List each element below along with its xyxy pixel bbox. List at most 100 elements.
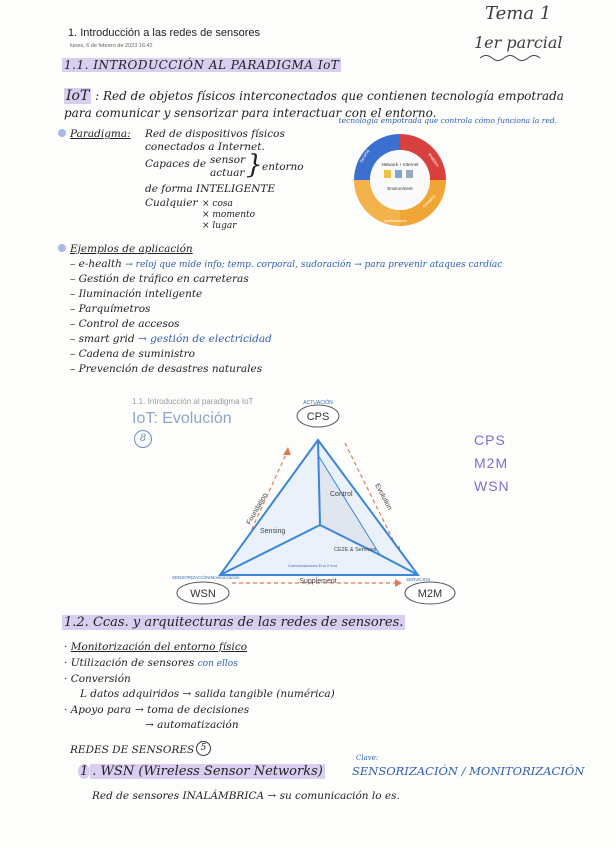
sensor-word: sensor	[210, 154, 246, 166]
forma-inteligente: de forma INTELIGENTE	[145, 183, 276, 195]
node-m2m: M2M	[418, 588, 442, 600]
ejemplo-item-4: – Control de accesos	[70, 318, 180, 330]
node-cps: CPS	[307, 411, 330, 423]
side-note-m2m: M2M	[474, 455, 509, 471]
redes-count-circle: 5	[196, 741, 211, 756]
apoyo-detail-2: → automatización	[145, 719, 239, 731]
server-icon	[406, 170, 413, 178]
iot-term: IoT	[64, 88, 92, 104]
section-1-2-title-text: 1.2. Ccas. y arquitecturas de las redes …	[62, 615, 406, 630]
ejemplo-item-5: – smart grid → gestión de electricidad	[70, 333, 272, 345]
bulb-icon	[384, 170, 391, 178]
iot-note: tecnología empotrada que controla cómo f…	[338, 116, 557, 125]
ejemplo-item-2: – Iluminación inteligente	[70, 288, 203, 300]
clave-value: SENSORIZACIÓN / MONITORIZACIÓN	[352, 764, 585, 778]
capaces-label: Capaces de	[145, 158, 207, 170]
ejemplo-text: Prevención de desastres naturales	[78, 363, 263, 375]
iot-ring-diagram: Network + Internet Environment Sensing A…	[354, 134, 446, 226]
paradigma-line-2: conectados a Internet.	[145, 141, 265, 153]
caracteristica-text: Monitorización del entorno físico	[70, 641, 248, 653]
ring-center-bottom: Environment	[387, 186, 413, 191]
label-sensing: Sensing	[260, 528, 285, 535]
ejemplo-text: e-health	[78, 258, 122, 270]
paradigma-label: Paradigma:	[58, 128, 131, 140]
ejemplo-item-7: – Prevención de desastres naturales	[70, 363, 263, 375]
wsn-title-text: . WSN (Wireless Sensor Networks)	[90, 764, 325, 779]
caracteristica-2: · Conversión	[64, 673, 131, 685]
ejemplo-text: Cadena de suministro	[78, 348, 195, 360]
iot-definition-line-1: IoT : Red de objetos físicos interconect…	[64, 88, 564, 104]
caracteristica-text: Utilización de sensores	[70, 657, 195, 669]
brace-icon: }	[246, 150, 263, 180]
wsn-definition: Red de sensores INALÁMBRICA → su comunic…	[92, 790, 400, 802]
ejemplo-text: Gestión de tráfico en carreteras	[78, 273, 249, 285]
wsn-number: 1	[78, 764, 91, 779]
document-title: 1. Introducción a las redes de sensores	[68, 27, 261, 39]
section-1-1-title-text: 1.1. INTRODUCCIÓN AL PARADIGMA IoT	[62, 58, 342, 72]
ejemplo-text: Parquímetros	[78, 303, 151, 315]
tema-label: Tema 1	[485, 3, 552, 24]
cualquier-cosa: × cosa	[202, 199, 233, 209]
iot-definition-line-2: para comunicar y sensorizar para interac…	[64, 106, 437, 120]
paradigma-line-1: Red de dispositivos físicos	[145, 128, 285, 140]
node-wsn: WSN	[190, 588, 216, 600]
ejemplo-text: smart grid	[78, 333, 135, 345]
iot-evolution-diagram: ACTUACIÓN CPS SENSORIZACIÓN/Monitorizaci…	[172, 399, 456, 605]
ring-segment-sensing	[354, 134, 400, 180]
label-servicios: SERVICIOS	[406, 577, 430, 582]
ejemplo-item-1: – Gestión de tráfico en carreteras	[70, 273, 249, 285]
bullet-icon	[58, 244, 66, 252]
cualquier-lugar: × lugar	[202, 221, 237, 231]
label-actuacion: ACTUACIÓN	[303, 399, 333, 406]
label-supplement: Supplement	[299, 578, 336, 585]
caracteristica-3: · Apoyo para	[64, 704, 132, 716]
section-1-1-title: 1.1. INTRODUCCIÓN AL PARADIGMA IoT	[62, 58, 342, 72]
label-comunicaciones: Comunicaciones End 2 end	[288, 563, 337, 568]
ring-segment-analytics	[400, 134, 446, 180]
side-note-cps: CPS	[474, 432, 506, 448]
ejemplos-label: Ejemplos de aplicación	[58, 243, 193, 255]
cualquier-momento: × momento	[202, 210, 256, 220]
device-icon	[395, 170, 402, 178]
sensores-note: con ellos	[197, 659, 238, 669]
slide-number-circle: 8	[134, 430, 152, 448]
ring-center-top: Network + Internet	[382, 162, 420, 167]
conversion-detail: L datos adquiridos → salida tangible (nu…	[80, 688, 335, 700]
caracteristica-1: · Utilización de sensores con ellos	[64, 657, 238, 669]
bullet-icon	[58, 129, 66, 137]
redes-title: REDES DE SENSORES	[70, 744, 195, 756]
ring-segment-aplicaciones	[354, 180, 400, 226]
document-date: lunes, 6 de febrero de 2023 16:42	[70, 43, 153, 49]
parcial-underline	[479, 55, 541, 61]
iot-definition-text: : Red de objetos físicos interconectados…	[95, 89, 564, 103]
apoyo-detail-1: → toma de decisiones	[135, 704, 250, 716]
label-control: Control	[330, 491, 353, 498]
clave-label: Clave:	[356, 754, 379, 762]
caracteristica-text: Apoyo para	[70, 704, 132, 716]
ejemplo-item-0: – e-health → reloj que mide info; temp. …	[70, 258, 503, 270]
side-note-wsn: WSN	[474, 478, 510, 494]
caracteristica-0: · Monitorización del entorno físico	[64, 641, 248, 653]
slide-subtitle: 1.1. Introducción al paradigma IoT	[132, 397, 254, 406]
ejemplos-label-text: Ejemplos de aplicación	[70, 243, 193, 255]
ejemplo-text: Iluminación inteligente	[78, 288, 203, 300]
section-1-2-title: 1.2. Ccas. y arquitecturas de las redes …	[62, 615, 406, 630]
ring-label-sensing: Sensing	[359, 148, 371, 163]
label-ce2e: CE2E & Services	[334, 547, 376, 553]
ejemplo-text: Control de accesos	[78, 318, 180, 330]
actuar-word: actuar	[210, 167, 245, 179]
parcial-label: 1er parcial	[474, 33, 563, 52]
ejemplo-item-3: – Parquímetros	[70, 303, 151, 315]
ejemplo-note: → reloj que mide info; temp. corporal, s…	[125, 260, 503, 270]
wsn-heading: 1. WSN (Wireless Sensor Networks)	[78, 764, 325, 779]
label-sensorizacion: SENSORIZACIÓN/Monitorización	[172, 574, 240, 580]
slide-title: IoT: Evolución	[132, 410, 232, 427]
caracteristica-text: Conversión	[70, 673, 131, 685]
ring-label-aplicaciones: Aplicaciones	[384, 218, 406, 223]
ring-segment-actuation	[400, 180, 446, 226]
cualquier-label: Cualquier	[145, 197, 198, 209]
ejemplo-note: → gestión de electricidad	[137, 333, 272, 345]
paradigma-label-text: Paradigma:	[70, 128, 131, 140]
entorno-word: entorno	[262, 161, 304, 173]
ejemplo-item-6: – Cadena de suministro	[70, 348, 195, 360]
